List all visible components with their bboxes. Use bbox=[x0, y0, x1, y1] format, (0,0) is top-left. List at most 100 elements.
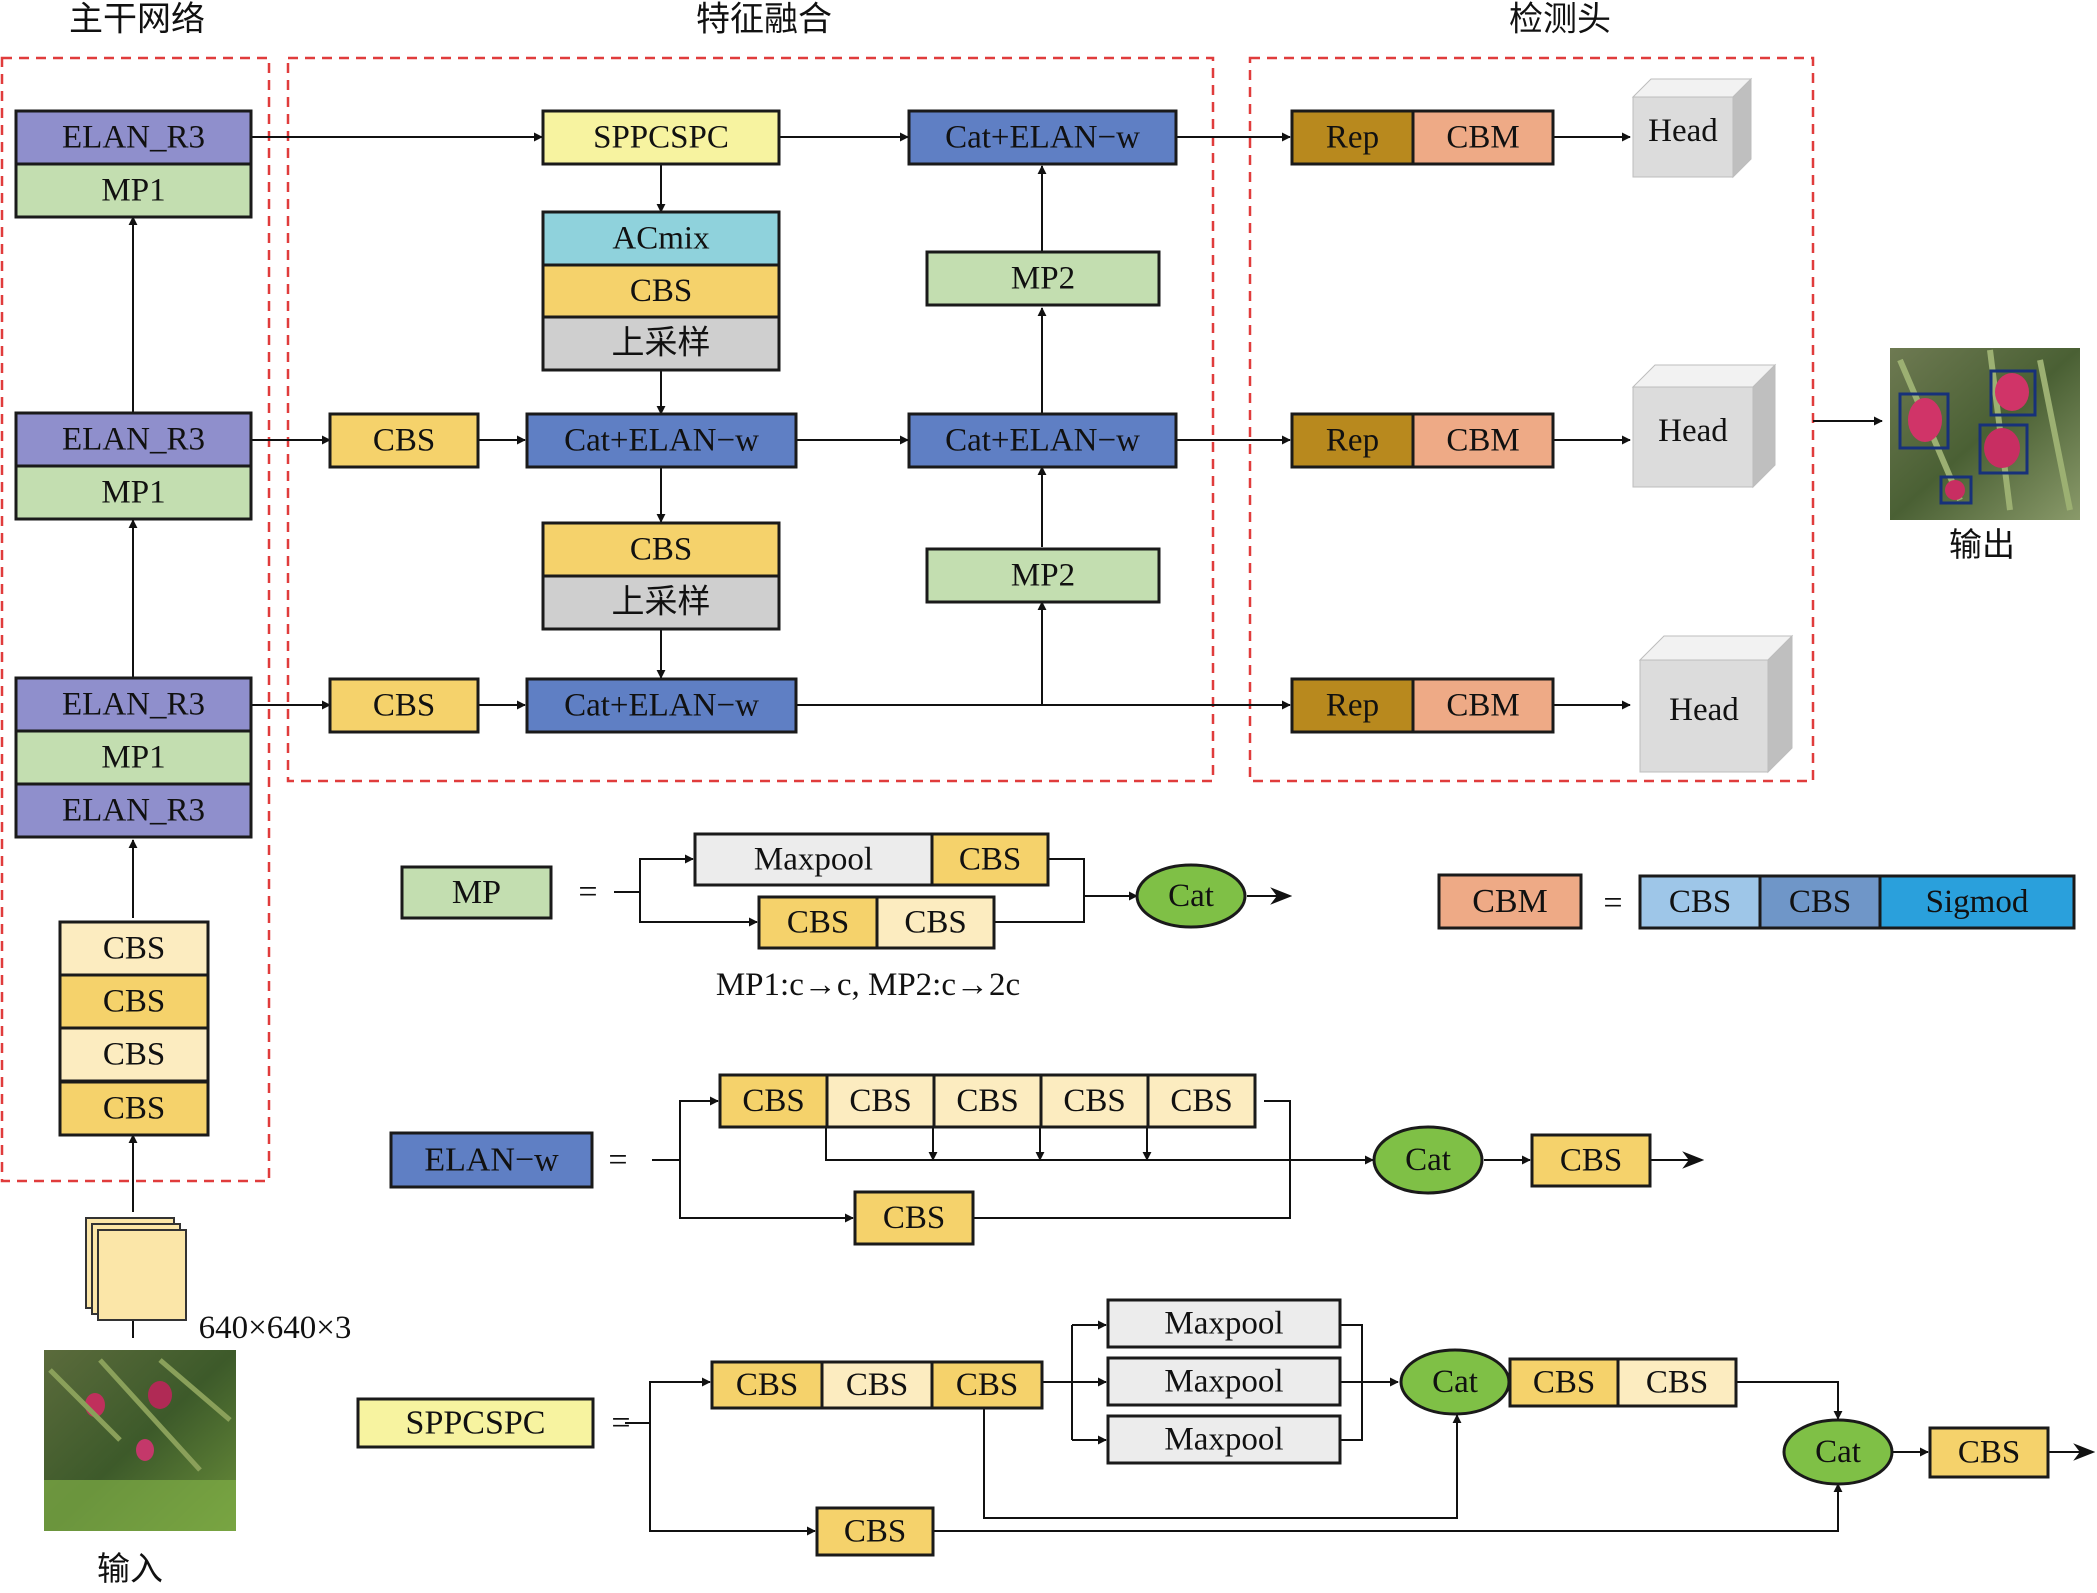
legend-sppcspc-post-cbs-1: CBS bbox=[1508, 1357, 1620, 1408]
neck-mp2-top-label: MP2 bbox=[1011, 261, 1075, 297]
legend-cbm-cbs-2-rect bbox=[1758, 874, 1882, 930]
stage1-elan-r3-bottom: ELAN_R3 bbox=[14, 782, 253, 839]
legend-elan-w-chain-cbs-3-label: CBS bbox=[956, 1083, 1018, 1119]
legend-mp-cbs-bottom-1: CBS bbox=[757, 895, 879, 950]
neck-cat-elan-w-mid-right: Cat+ELAN−w bbox=[907, 412, 1178, 469]
legend-sppcspc-post-cbs-1-label: CBS bbox=[1533, 1365, 1595, 1401]
stage1-elan-r3-top: ELAN_R3 bbox=[14, 676, 253, 733]
head-output-1-label: Head bbox=[1648, 113, 1718, 149]
neck-frame bbox=[286, 56, 1215, 783]
legend-sppcspc-out-cbs-label: CBS bbox=[1958, 1435, 2020, 1471]
stage2-mp1-rect bbox=[14, 464, 253, 521]
stage3-elan-r3: ELAN_R3 bbox=[14, 109, 253, 166]
stage1-mp1-rect bbox=[14, 729, 253, 786]
legend-mp-cbs-bottom-2-label: CBS bbox=[904, 905, 966, 941]
legend-sppcspc-maxpool-3: Maxpool bbox=[1106, 1414, 1342, 1465]
legend-sppcspc-maxpool-1-rect bbox=[1106, 1298, 1342, 1349]
head-cbm-2-rect bbox=[1411, 412, 1555, 469]
legend-sppcspc-maxpool-3-label: Maxpool bbox=[1164, 1422, 1283, 1458]
head-cbm-1-rect bbox=[1411, 109, 1555, 166]
legend-mp-cat-shape bbox=[1135, 863, 1247, 929]
neck-acmix-label: ACmix bbox=[612, 221, 710, 257]
neck-mp2-bottom-label: MP2 bbox=[1011, 558, 1075, 594]
neck-top-cbs-label: CBS bbox=[630, 273, 692, 309]
legend-elan-w-chain-cbs-2-label: CBS bbox=[849, 1083, 911, 1119]
neck-cat-elan-w-top-right-label: Cat+ELAN−w bbox=[945, 120, 1140, 156]
legend-sppcspc-chain-cbs-1-rect bbox=[710, 1360, 824, 1410]
legend-mp-name-label: MP bbox=[452, 874, 501, 911]
legend-sppcspc-chain-cbs-3-rect bbox=[930, 1360, 1044, 1410]
legend-mp-name: MP bbox=[400, 865, 553, 920]
legend-sppcspc-maxpool-1-label: Maxpool bbox=[1164, 1306, 1283, 1342]
legend-mp-maxpool-label: Maxpool bbox=[754, 842, 873, 878]
legend-sppcspc-post-cbs-2-rect bbox=[1616, 1357, 1738, 1408]
legend-mp-cbs-bottom-2-rect bbox=[875, 895, 996, 950]
legend-elan-w-out-cbs-label: CBS bbox=[1560, 1143, 1622, 1179]
stage3-mp1: MP1 bbox=[14, 162, 253, 219]
stem-cbs-1-label: CBS bbox=[103, 931, 165, 967]
stem-cbs-1: CBS bbox=[58, 920, 210, 977]
legend-mp-note: MP1:c→c, MP2:c→2c bbox=[716, 967, 1020, 1003]
legend-cbm-name: CBM bbox=[1437, 873, 1583, 930]
neck-mid-upsample-label: 上采样 bbox=[612, 584, 711, 621]
stage3-mp1-label: MP1 bbox=[101, 173, 165, 209]
neck-cat-elan-w-top-right-rect bbox=[907, 109, 1178, 166]
legend-elan-w-equals: = bbox=[608, 1142, 627, 1179]
legend-cbm-sigmod-label: Sigmod bbox=[1926, 884, 2029, 920]
legend-cbm-sigmod-rect bbox=[1878, 874, 2076, 930]
stage1-mp1-label: MP1 bbox=[101, 740, 165, 776]
stem-cbs-4-rect bbox=[58, 1080, 210, 1137]
neck-top-upsample: 上采样 bbox=[541, 315, 781, 372]
stage2-mp1-label: MP1 bbox=[101, 475, 165, 511]
legend-sppcspc-out-cbs-rect bbox=[1928, 1426, 2050, 1479]
legend-elan-w-chain-cbs-2: CBS bbox=[825, 1073, 936, 1129]
head-cbm-1-label: CBM bbox=[1446, 120, 1519, 156]
legend-elan-w-cat: Cat bbox=[1372, 1125, 1484, 1195]
input-tensor-icon bbox=[85, 1217, 187, 1321]
legend-mp-cbs-bottom-1-rect bbox=[757, 895, 879, 950]
legend-mp-equals: = bbox=[578, 874, 597, 911]
neck-top-upsample-label: 上采样 bbox=[612, 325, 711, 362]
neck-mp2-top: MP2 bbox=[925, 250, 1161, 307]
edges bbox=[128, 132, 2096, 1536]
neck-top-cbs: CBS bbox=[541, 263, 781, 319]
stem-cbs-3-label: CBS bbox=[103, 1037, 165, 1073]
legend-sppcspc-side-cbs: CBS bbox=[815, 1506, 935, 1557]
legend-mp-name-rect bbox=[400, 865, 553, 920]
neck-cat-elan-w-mid-left: Cat+ELAN−w bbox=[525, 412, 798, 469]
legend-sppcspc-name-rect bbox=[356, 1397, 595, 1449]
legend-sppcspc-chain-cbs-3-label: CBS bbox=[956, 1367, 1018, 1403]
neck-lateral-cbs-bottom-label: CBS bbox=[373, 688, 435, 724]
legend-sppcspc-name: SPPCSPC bbox=[356, 1397, 595, 1449]
stage2-elan-r3-rect bbox=[14, 411, 253, 468]
legend-sppcspc-maxpool-1: Maxpool bbox=[1106, 1298, 1342, 1349]
legend-sppcspc-maxpool-2-label: Maxpool bbox=[1164, 1364, 1283, 1400]
legend-elan-w-name-rect bbox=[389, 1131, 594, 1189]
legend-sppcspc-cat-1: Cat bbox=[1399, 1348, 1511, 1416]
legend-cbm-cbs-2-label: CBS bbox=[1789, 884, 1851, 920]
legend-elan-w-side-cbs-rect bbox=[853, 1190, 975, 1246]
neck-sppcspc: SPPCSPC bbox=[541, 109, 781, 166]
legend-elan-w-chain-cbs-1: CBS bbox=[718, 1073, 829, 1129]
legend-sppcspc-maxpool-2-rect bbox=[1106, 1356, 1342, 1407]
head-cbm-2: CBM bbox=[1411, 412, 1555, 469]
legend-elan-w-chain-cbs-3-rect bbox=[932, 1073, 1043, 1129]
stage2-elan-r3-label: ELAN_R3 bbox=[62, 422, 205, 458]
legend-sppcspc-cat-1-label: Cat bbox=[1432, 1364, 1478, 1400]
neck-mp2-bottom-rect bbox=[925, 547, 1161, 604]
neck-acmix: ACmix bbox=[541, 210, 781, 267]
legend-elan-w-chain-cbs-1-rect bbox=[718, 1073, 829, 1129]
legend-sppcspc-post-cbs-2-label: CBS bbox=[1646, 1365, 1708, 1401]
legend-elan-w-chain-cbs-5-rect bbox=[1146, 1073, 1257, 1129]
legend-elan-w-chain-cbs-5: CBS bbox=[1146, 1073, 1257, 1129]
neck-mid-upsample-rect bbox=[541, 574, 781, 631]
legend-sppcspc-chain-cbs-1-label: CBS bbox=[736, 1367, 798, 1403]
input-label: 输入 bbox=[97, 1551, 163, 1588]
legend-cbm-cbs-2: CBS bbox=[1758, 874, 1882, 930]
legend-sppcspc-post-cbs-2: CBS bbox=[1616, 1357, 1738, 1408]
legend-elan-w-chain-cbs-3: CBS bbox=[932, 1073, 1043, 1129]
head-output-2: Head bbox=[1631, 363, 1777, 489]
legend-sppcspc-cat-2: Cat bbox=[1782, 1418, 1894, 1486]
section-title-backbone: 主干网络 bbox=[69, 1, 205, 39]
neck-cat-elan-w-mid-right-rect bbox=[907, 412, 1178, 469]
